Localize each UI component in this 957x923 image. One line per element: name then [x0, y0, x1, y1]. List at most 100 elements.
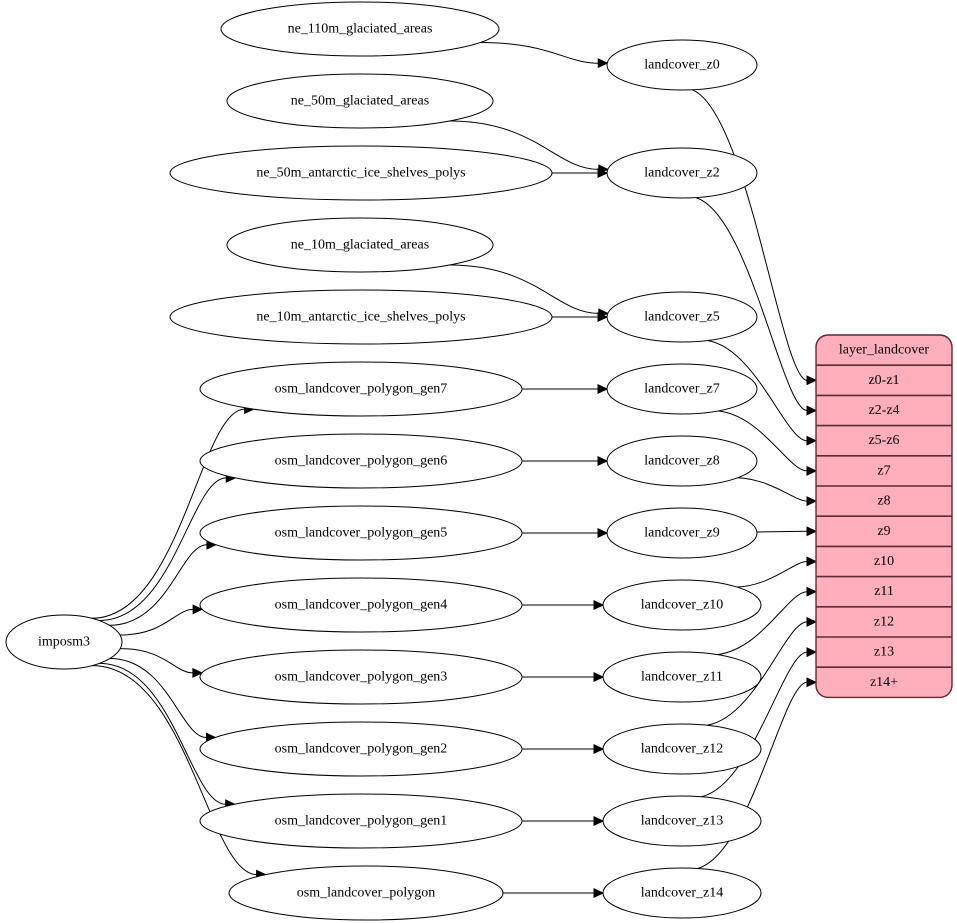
node-osm_landcover_polygon[interactable]: osm_landcover_polygon — [228, 865, 504, 921]
node-ne_10m_glaciated_areas[interactable]: ne_10m_glaciated_areas — [226, 217, 494, 273]
node-ellipse — [602, 867, 762, 919]
edge-arrowhead — [806, 556, 818, 567]
edge-arrowhead — [806, 496, 818, 507]
node-ellipse — [228, 865, 504, 921]
node-osm_landcover_polygon_gen4[interactable]: osm_landcover_polygon_gen4 — [199, 577, 523, 633]
node-ellipse — [602, 579, 762, 631]
node-label: ne_10m_antarctic_ice_shelves_polys — [256, 310, 465, 325]
node-ellipse — [199, 649, 523, 705]
node-landcover_z9[interactable]: landcover_z9 — [606, 507, 758, 559]
node-ellipse — [199, 721, 523, 777]
node-imposm3[interactable]: imposm3 — [5, 614, 123, 670]
node-osm_landcover_polygon_gen1[interactable]: osm_landcover_polygon_gen1 — [199, 793, 523, 849]
edge-ne_10m_glaciated_areas-to-landcover_z5 — [449, 264, 599, 314]
node-ellipse — [5, 614, 123, 670]
table-cell-z8[interactable]: z8 — [877, 494, 890, 509]
node-osm_landcover_polygon_gen2[interactable]: osm_landcover_polygon_gen2 — [199, 721, 523, 777]
node-ellipse — [606, 39, 758, 91]
node-ellipse — [199, 361, 523, 417]
edge-landcover_z10-to-table-z10 — [737, 561, 808, 588]
edge-imposm3-to-osm_landcover_polygon_gen4 — [119, 608, 194, 636]
edge-landcover_z12-to-table-z12 — [706, 621, 808, 726]
table-cell-z12[interactable]: z12 — [874, 614, 894, 629]
node-ellipse — [226, 73, 494, 129]
edge-arrowhead — [806, 375, 818, 386]
node-landcover_z5[interactable]: landcover_z5 — [606, 291, 758, 343]
node-landcover_z11[interactable]: landcover_z11 — [602, 651, 762, 703]
node-ne_110m_glaciated_areas[interactable]: ne_110m_glaciated_areas — [220, 1, 500, 57]
node-label: osm_landcover_polygon_gen5 — [275, 526, 448, 541]
node-label: landcover_z13 — [641, 814, 723, 829]
edge-landcover_z13-to-table-z13 — [701, 651, 808, 798]
node-ne_50m_glaciated_areas[interactable]: ne_50m_glaciated_areas — [226, 73, 494, 129]
table-cell-z11[interactable]: z11 — [874, 584, 894, 599]
node-landcover_z12[interactable]: landcover_z12 — [602, 723, 762, 775]
edge-arrowhead — [806, 465, 818, 476]
node-landcover_z0[interactable]: landcover_z0 — [606, 39, 758, 91]
edge-imposm3-to-osm_landcover_polygon_gen6 — [99, 477, 227, 621]
node-label: landcover_z7 — [644, 382, 719, 397]
edge-arrowhead — [806, 435, 818, 446]
node-ellipse — [606, 363, 758, 415]
node-label: landcover_z5 — [644, 310, 719, 325]
node-ellipse — [226, 217, 494, 273]
edge-imposm3-to-osm_landcover_polygon_gen3 — [120, 648, 193, 674]
node-label: ne_50m_glaciated_areas — [291, 94, 429, 109]
edge-imposm3-to-osm_landcover_polygon_gen2 — [109, 658, 207, 738]
edge-arrowhead — [597, 456, 609, 466]
node-landcover_z2[interactable]: landcover_z2 — [606, 147, 758, 199]
node-landcover_z7[interactable]: landcover_z7 — [606, 363, 758, 415]
node-ellipse — [606, 435, 758, 487]
table-cell-z5[interactable]: z5-z6 — [868, 433, 899, 448]
node-ellipse — [220, 1, 500, 57]
edge-arrowhead — [597, 384, 609, 394]
edge-arrowhead — [806, 616, 818, 627]
node-osm_landcover_polygon_gen5[interactable]: osm_landcover_polygon_gen5 — [199, 505, 523, 561]
node-label: osm_landcover_polygon — [297, 886, 435, 901]
node-landcover_z10[interactable]: landcover_z10 — [602, 579, 762, 631]
node-osm_landcover_polygon_gen3[interactable]: osm_landcover_polygon_gen3 — [199, 649, 523, 705]
edge-arrowhead — [806, 526, 818, 537]
node-landcover_z13[interactable]: landcover_z13 — [602, 795, 762, 847]
edge-arrowhead — [806, 405, 818, 416]
edge-arrowhead — [593, 744, 605, 754]
table-cell-z0[interactable]: z0-z1 — [868, 373, 899, 388]
node-label: imposm3 — [38, 635, 90, 650]
node-landcover_z14[interactable]: landcover_z14 — [602, 867, 762, 919]
node-ellipse — [169, 145, 553, 201]
node-label: landcover_z11 — [641, 670, 723, 685]
node-osm_landcover_polygon_gen6[interactable]: osm_landcover_polygon_gen6 — [199, 433, 523, 489]
edges-layer — [91, 42, 818, 898]
table-cell-z14[interactable]: z14+ — [870, 675, 898, 690]
table-cell-z7[interactable]: z7 — [877, 463, 890, 478]
node-label: osm_landcover_polygon_gen7 — [275, 382, 448, 397]
edge-arrowhead — [593, 816, 605, 826]
node-osm_landcover_polygon_gen7[interactable]: osm_landcover_polygon_gen7 — [199, 361, 523, 417]
table-cell-z13[interactable]: z13 — [874, 645, 894, 660]
node-label: osm_landcover_polygon_gen1 — [275, 814, 448, 829]
node-ellipse — [606, 147, 758, 199]
edge-arrowhead — [806, 677, 818, 688]
edge-landcover_z8-to-table-z8 — [737, 477, 808, 502]
node-ellipse — [169, 289, 553, 345]
node-ellipse — [606, 291, 758, 343]
edge-arrowhead — [597, 168, 609, 178]
node-label: landcover_z14 — [641, 886, 723, 901]
edge-arrowhead — [597, 312, 609, 322]
table-cell-z2[interactable]: z2-z4 — [868, 403, 899, 418]
table-cell-z10[interactable]: z10 — [874, 554, 894, 569]
node-ne_10m_antarctic_ice_shelves_polys[interactable]: ne_10m_antarctic_ice_shelves_polys — [169, 289, 553, 345]
edge-imposm3-to-osm_landcover_polygon_gen1 — [99, 662, 226, 805]
node-ellipse — [602, 723, 762, 775]
node-ne_50m_antarctic_ice_shelves_polys[interactable]: ne_50m_antarctic_ice_shelves_polys — [169, 145, 553, 201]
node-landcover_z8[interactable]: landcover_z8 — [606, 435, 758, 487]
edge-landcover_z9-to-table-z9 — [756, 530, 808, 533]
edge-arrowhead — [806, 647, 818, 658]
node-ellipse — [602, 795, 762, 847]
layer-landcover-table[interactable]: layer_landcoverz0-z1z2-z4z5-z6z7z8z9z10z… — [815, 334, 953, 699]
edge-arrowhead — [192, 604, 204, 615]
node-label: landcover_z9 — [644, 526, 719, 541]
table-cell-z9[interactable]: z9 — [877, 524, 890, 539]
